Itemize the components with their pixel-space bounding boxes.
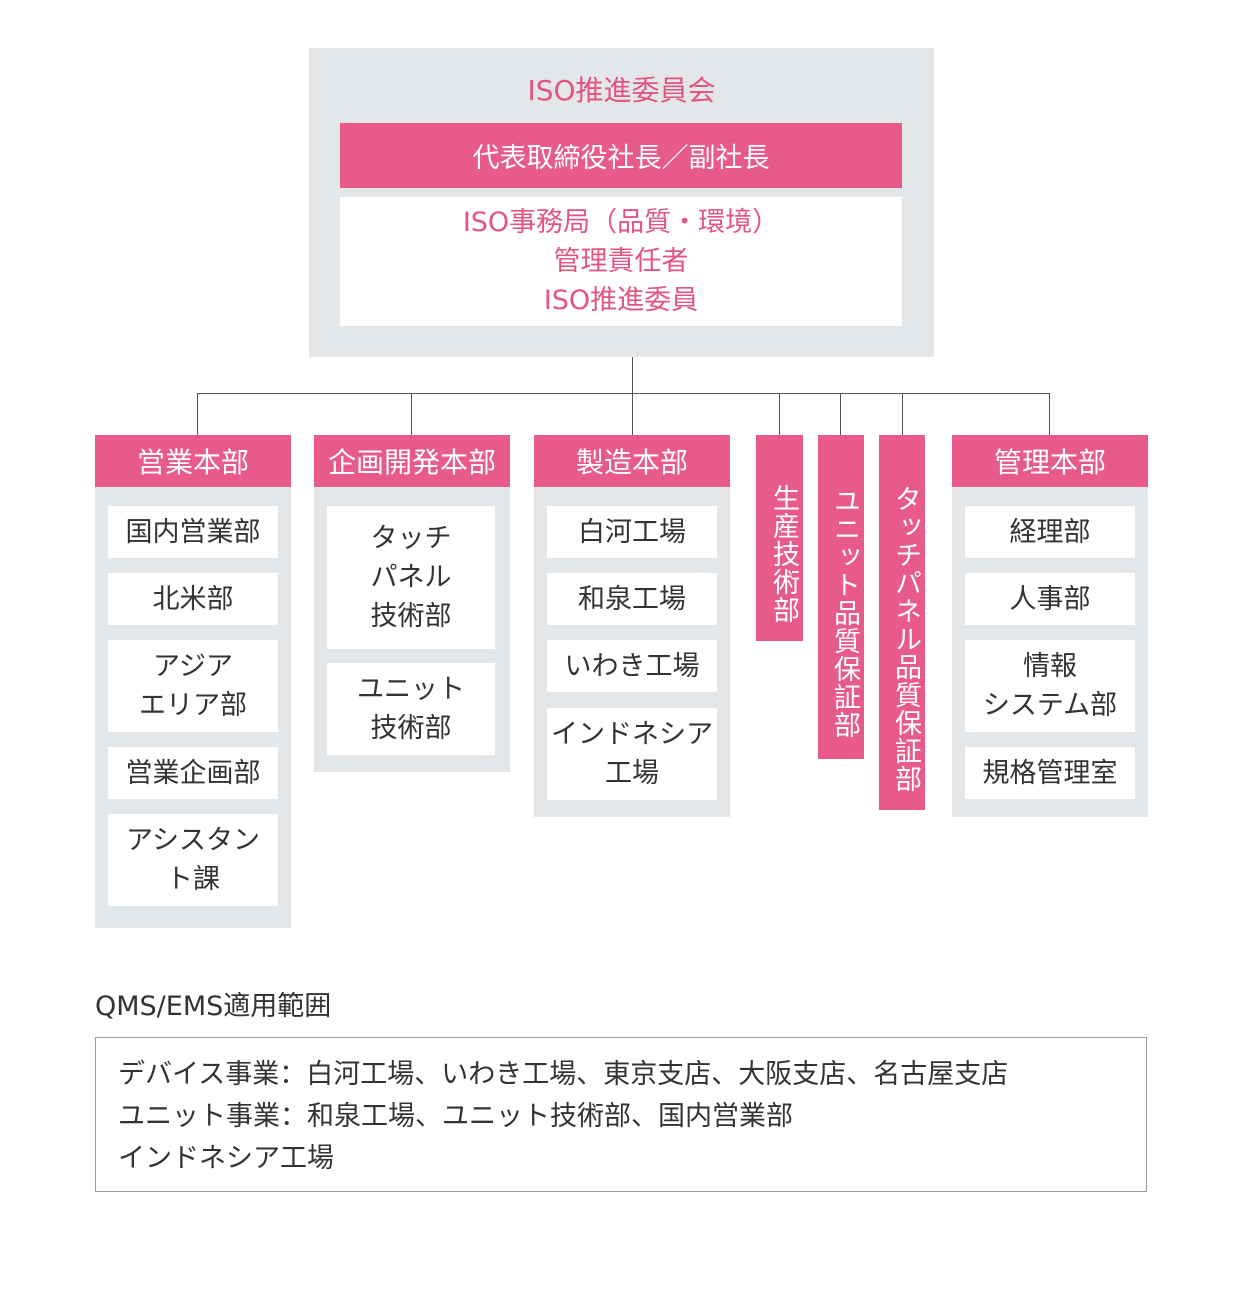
dept-touch-panel-tech: タッチ パネル 技術部 [327,506,495,649]
dept-unit-qa: ユニット品質保証部 [818,435,864,759]
connector-horizontal [197,393,1050,394]
president-box: 代表取締役社長／副社長 [340,123,902,188]
connector-drop-unit-qa [840,393,841,435]
sales-division-header: 営業本部 [95,435,291,487]
administration-division-header: 管理本部 [952,435,1148,487]
planning-division-header: 企画開発本部 [314,435,510,487]
connector-drop-touch-qa [902,393,903,435]
scope-line-device: デバイス事業：白河工場、いわき工場、東京支店、大阪支店、名古屋支店 [118,1059,1009,1090]
dept-indonesia-plant: インドネシア 工場 [547,708,717,800]
dept-asia-area: アジア エリア部 [108,640,278,732]
connector-drop-production-tech [779,393,780,435]
connector-drop-sales [197,393,198,435]
dept-unit-tech: ユニット 技術部 [327,663,495,755]
scope-line-unit: ユニット事業：和泉工場、ユニット技術部、国内営業部 [118,1101,793,1132]
connector-drop-planning [411,393,412,435]
connector-drop-administration [1049,393,1050,435]
dept-production-tech: 生産技術部 [756,435,803,641]
dept-touch-panel-qa: タッチパネル品質保証部 [879,435,925,810]
dept-information-systems: 情報 システム部 [965,640,1135,732]
scope-heading: QMS/EMS適用範囲 [95,991,332,1022]
connector-drop-manufacturing [632,393,633,435]
dept-iwaki-plant: いわき工場 [547,640,717,692]
scope-box: デバイス事業：白河工場、いわき工場、東京支店、大阪支店、名古屋支店 ユニット事業… [95,1037,1147,1192]
manufacturing-division-header: 製造本部 [534,435,730,487]
iso-office-box: ISO事務局（品質・環境） 管理責任者 ISO推進委員 [340,197,902,326]
dept-north-america: 北米部 [108,573,278,625]
scope-line-indonesia: インドネシア工場 [118,1143,334,1174]
dept-shirakawa-plant: 白河工場 [547,506,717,558]
dept-human-resources: 人事部 [965,573,1135,625]
office-line-secretariat: ISO事務局（品質・環境） [462,207,780,238]
dept-accounting: 経理部 [965,506,1135,558]
office-line-members: ISO推進委員 [543,285,699,316]
dept-izumi-plant: 和泉工場 [547,573,717,625]
committee-title: ISO推進委員会 [527,74,716,107]
dept-standards-office: 規格管理室 [965,747,1135,799]
office-line-manager: 管理責任者 [553,246,689,277]
dept-domestic-sales: 国内営業部 [108,506,278,558]
dept-assistant-section: アシスタン ト課 [108,814,278,906]
connector-trunk [632,357,633,394]
dept-sales-planning: 営業企画部 [108,747,278,799]
